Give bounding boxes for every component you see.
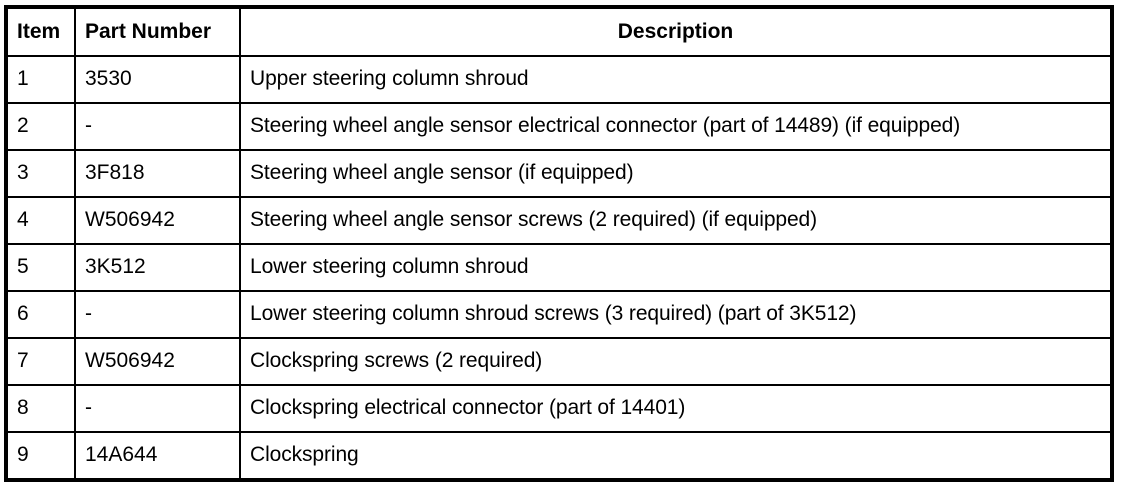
cell-item: 9	[6, 431, 75, 480]
table-header: Item Part Number Description	[6, 7, 1112, 56]
cell-part-number: 3F818	[74, 149, 240, 197]
cell-description: Upper steering column shroud	[239, 55, 1112, 103]
table-row: 2 - Steering wheel angle sensor electric…	[6, 102, 1112, 150]
cell-description: Steering wheel angle sensor (if equipped…	[239, 149, 1112, 197]
cell-part-number: W506942	[74, 337, 240, 385]
table-row: 4 W506942 Steering wheel angle sensor sc…	[6, 196, 1112, 244]
table-row: 3 3F818 Steering wheel angle sensor (if …	[6, 149, 1112, 197]
cell-part-number: 3530	[74, 55, 240, 103]
table-body: 1 3530 Upper steering column shroud 2 - …	[6, 55, 1112, 480]
table-header-row: Item Part Number Description	[6, 7, 1112, 56]
cell-part-number: -	[74, 290, 240, 338]
cell-part-number: 3K512	[74, 243, 240, 291]
cell-item: 5	[6, 243, 75, 291]
column-header-part-number: Part Number	[74, 7, 240, 56]
table-row: 8 - Clockspring electrical connector (pa…	[6, 384, 1112, 432]
cell-part-number: W506942	[74, 196, 240, 244]
cell-description: Clockspring	[239, 431, 1112, 480]
column-header-item: Item	[6, 7, 75, 56]
cell-description: Lower steering column shroud	[239, 243, 1112, 291]
cell-part-number: 14A644	[74, 431, 240, 480]
table-row: 1 3530 Upper steering column shroud	[6, 55, 1112, 103]
cell-description: Steering wheel angle sensor electrical c…	[239, 102, 1112, 150]
cell-part-number: -	[74, 102, 240, 150]
cell-part-number: -	[74, 384, 240, 432]
cell-item: 8	[6, 384, 75, 432]
table-row: 9 14A644 Clockspring	[6, 431, 1112, 480]
table-row: 6 - Lower steering column shroud screws …	[6, 290, 1112, 338]
cell-item: 6	[6, 290, 75, 338]
column-header-description: Description	[239, 7, 1112, 56]
table-row: 5 3K512 Lower steering column shroud	[6, 243, 1112, 291]
cell-item: 1	[6, 55, 75, 103]
table-row: 7 W506942 Clockspring screws (2 required…	[6, 337, 1112, 385]
cell-item: 7	[6, 337, 75, 385]
cell-item: 3	[6, 149, 75, 197]
cell-description: Lower steering column shroud screws (3 r…	[239, 290, 1112, 338]
cell-item: 2	[6, 102, 75, 150]
cell-description: Steering wheel angle sensor screws (2 re…	[239, 196, 1112, 244]
cell-description: Clockspring electrical connector (part o…	[239, 384, 1112, 432]
cell-description: Clockspring screws (2 required)	[239, 337, 1112, 385]
parts-table: Item Part Number Description 1 3530 Uppe…	[4, 5, 1114, 482]
cell-item: 4	[6, 196, 75, 244]
